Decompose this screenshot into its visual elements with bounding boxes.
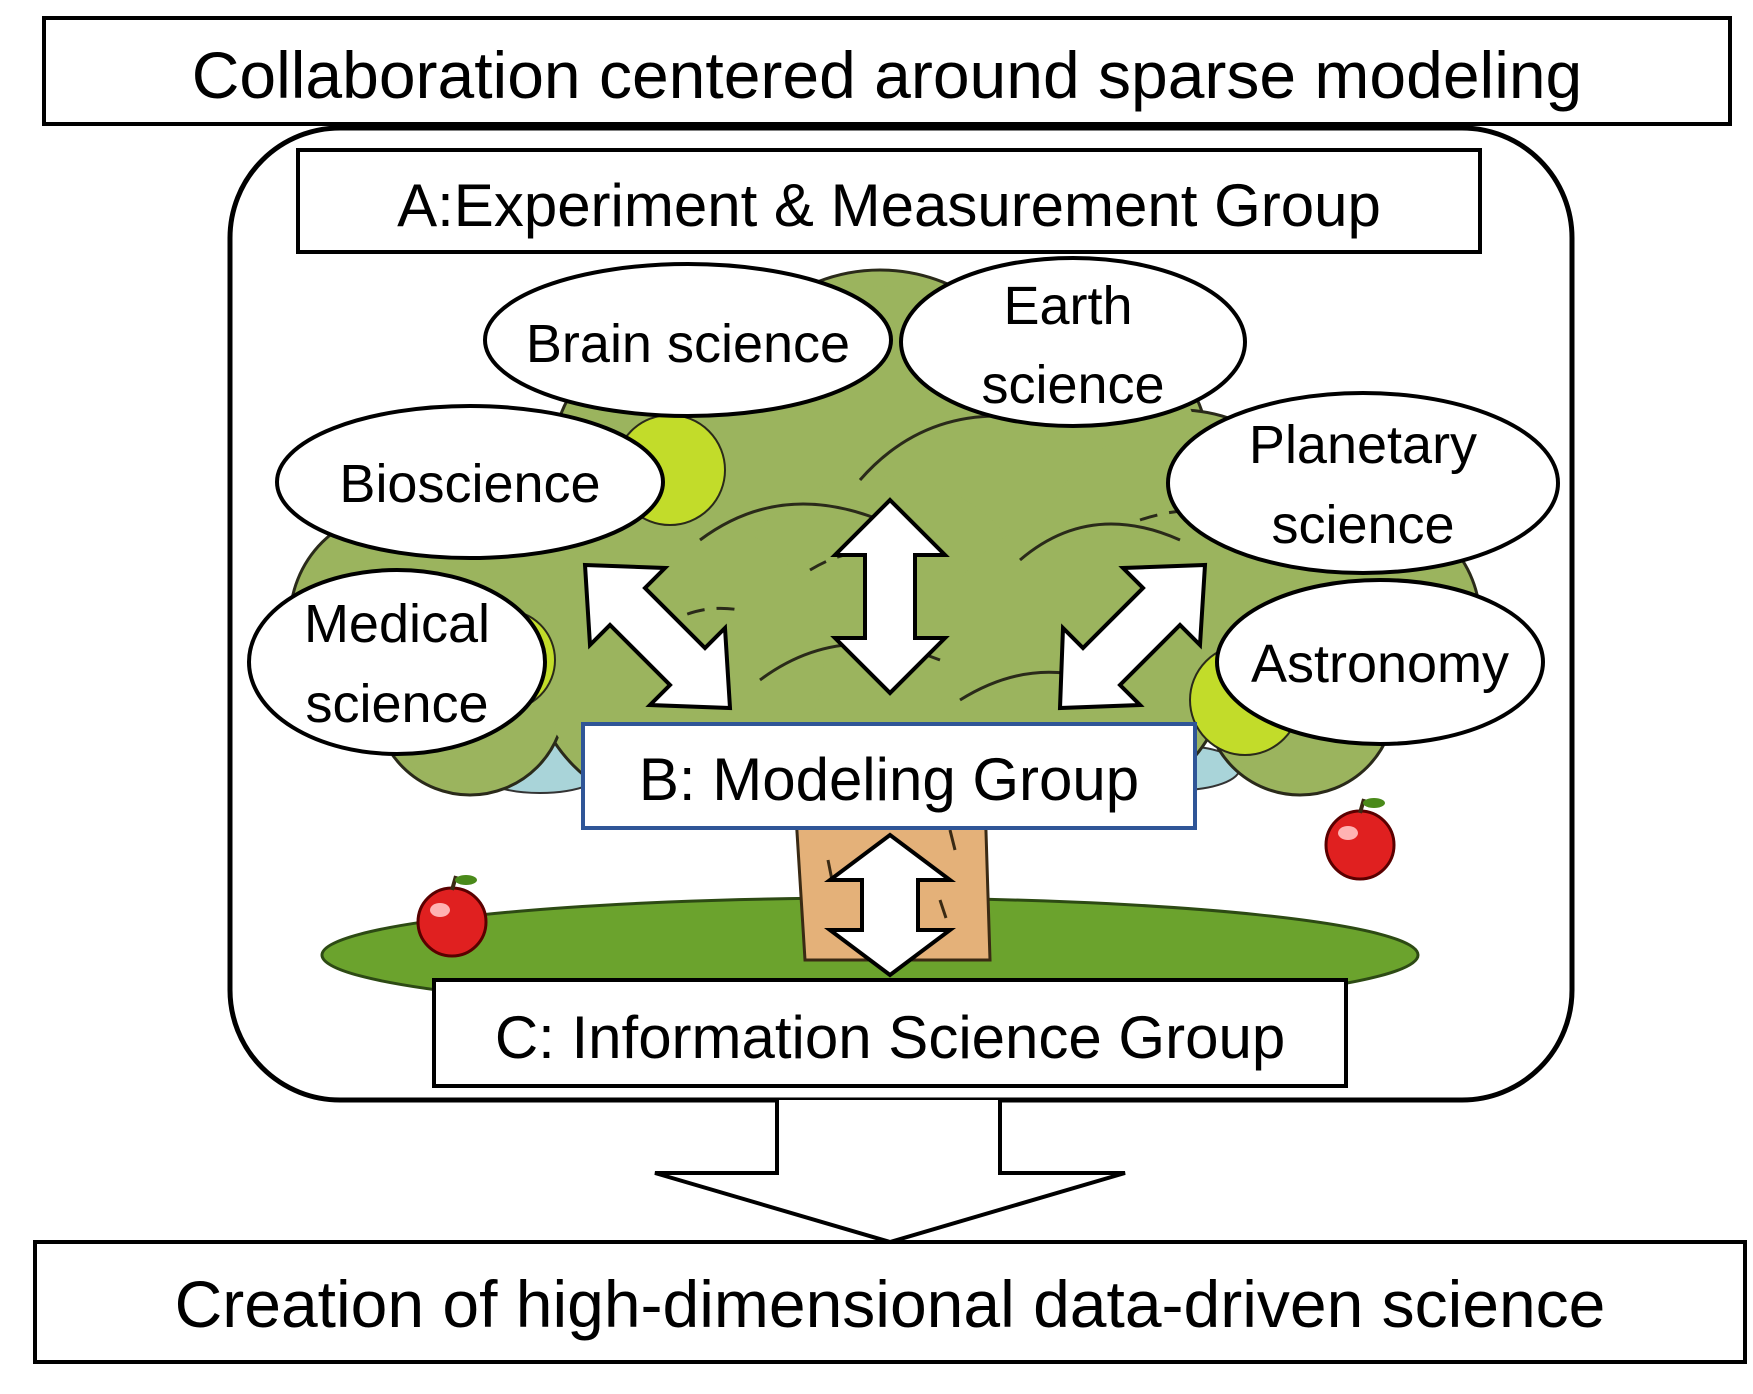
field-brain-science: Brain science	[483, 262, 893, 418]
field-planetary-science: Planetary science	[1166, 391, 1560, 575]
result-box	[33, 1240, 1747, 1364]
field-earth-science: Earth science	[899, 256, 1247, 428]
group-b-box	[581, 722, 1197, 830]
group-a-label: A:Experiment & Measurement Group	[397, 172, 1381, 239]
apple-icon	[416, 875, 488, 958]
field-astronomy-label: Astronomy	[1251, 634, 1509, 694]
result-text: Creation of high-dimensional data-driven…	[175, 1267, 1606, 1341]
field-planetary-label-1: Planetary	[1249, 415, 1477, 475]
title-text: Collaboration centered around sparse mod…	[192, 38, 1583, 112]
group-a-box	[296, 148, 1482, 254]
group-b-label: B: Modeling Group	[639, 746, 1139, 813]
double-arrow-icon	[582, 562, 733, 711]
apple-icon	[1324, 798, 1396, 881]
field-brain-label: Brain science	[526, 314, 850, 374]
field-bioscience: Bioscience	[275, 404, 665, 560]
field-earth-label-2: science	[981, 355, 1164, 415]
double-arrow-icon	[824, 832, 956, 978]
field-astronomy: Astronomy	[1215, 578, 1545, 746]
field-planetary-label-2: science	[1271, 495, 1454, 555]
field-medical-science: Medical science	[247, 568, 547, 756]
field-earth-label-1: Earth	[1003, 276, 1132, 336]
field-medical-label-2: science	[305, 674, 488, 734]
double-arrow-icon	[830, 497, 950, 696]
field-medical-label-1: Medical	[304, 594, 490, 654]
title-box	[42, 16, 1732, 126]
double-arrow-icon	[1057, 562, 1208, 711]
field-bio-label: Bioscience	[339, 454, 600, 514]
group-c-label: C: Information Science Group	[495, 1004, 1285, 1071]
down-arrow-icon	[654, 1100, 1126, 1245]
group-c-box	[432, 978, 1348, 1088]
